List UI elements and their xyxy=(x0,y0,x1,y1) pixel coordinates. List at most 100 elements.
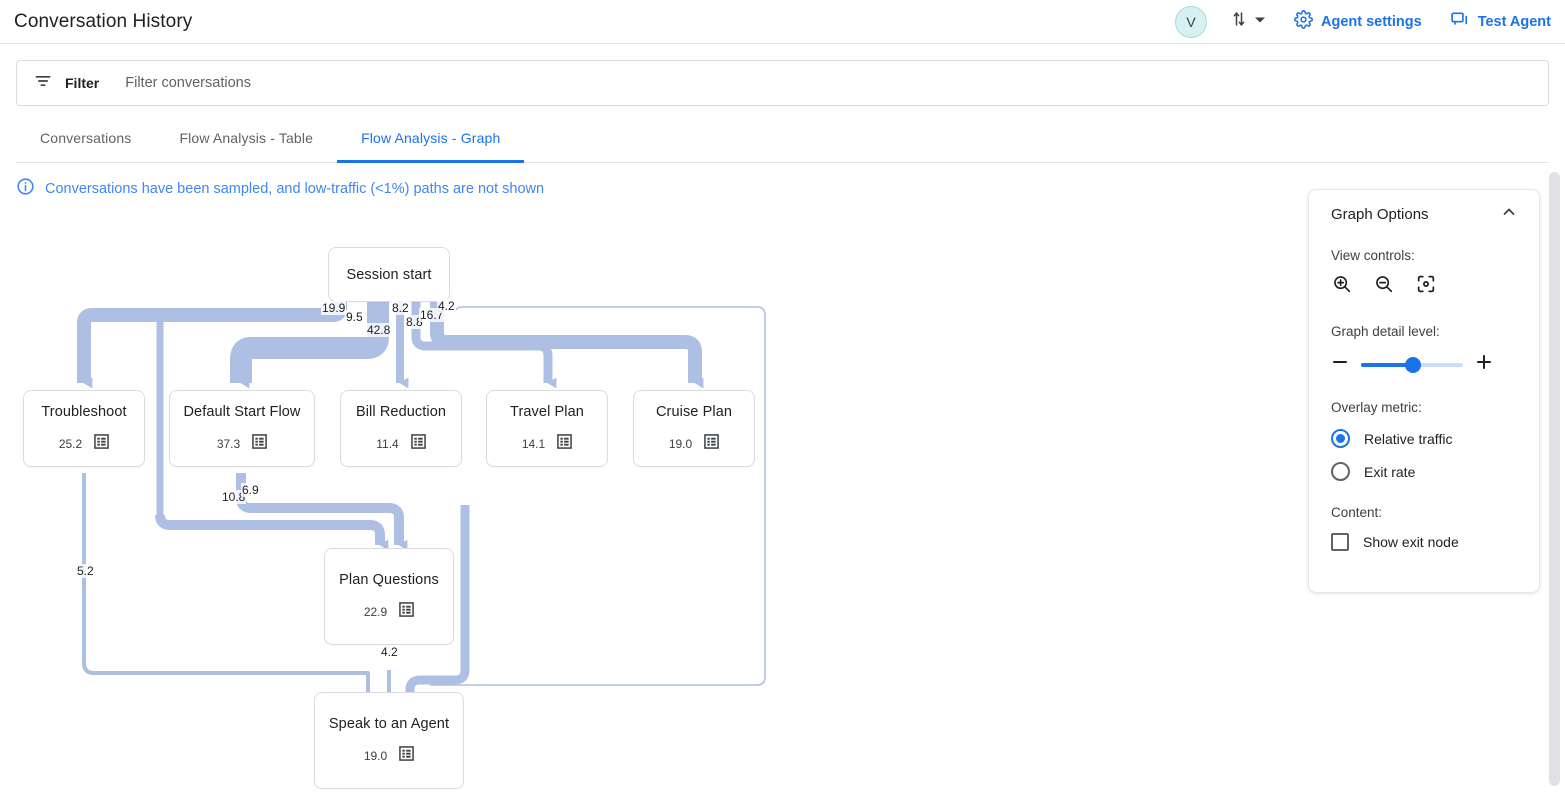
node-value: 14.1 xyxy=(521,436,546,451)
node-value: 25.2 xyxy=(58,436,83,451)
edge-label: 9.5 xyxy=(345,310,364,324)
chat-bubbles-icon xyxy=(1450,10,1470,34)
sort-control[interactable] xyxy=(1229,9,1266,34)
detail-level-label: Graph detail level: xyxy=(1331,324,1440,339)
filter-icon xyxy=(33,71,53,96)
node-label: Session start xyxy=(346,266,432,283)
detail-level-slider-row xyxy=(1331,353,1517,376)
slider-knob[interactable] xyxy=(1405,356,1421,373)
node-label: Travel Plan xyxy=(510,403,584,420)
node-label: Troubleshoot xyxy=(41,403,127,420)
flow-graph-canvas[interactable]: Session start Troubleshoot 25.2 Default … xyxy=(0,215,1540,798)
graph-node-travel-plan[interactable]: Travel Plan 14.1 xyxy=(486,390,608,467)
edge-label: 5.2 xyxy=(76,564,95,578)
radio-label: Exit rate xyxy=(1364,463,1416,480)
zoom-in-icon[interactable] xyxy=(1331,273,1353,300)
list-view-icon[interactable] xyxy=(399,745,414,766)
edge-label: 4.2 xyxy=(380,645,399,659)
filter-label: Filter xyxy=(65,75,100,91)
graph-node-session-start[interactable]: Session start xyxy=(328,247,450,302)
list-view-icon[interactable] xyxy=(399,601,414,622)
graph-node-troubleshoot[interactable]: Troubleshoot 25.2 xyxy=(23,390,145,467)
node-metrics: 25.2 xyxy=(58,433,109,454)
avatar[interactable]: V xyxy=(1174,5,1207,38)
graph-options-title: Graph Options xyxy=(1331,205,1429,223)
detail-level-slider[interactable] xyxy=(1361,356,1463,373)
edge-label: 6.9 xyxy=(241,483,260,497)
node-metrics: 11.4 xyxy=(376,433,426,454)
list-view-icon[interactable] xyxy=(557,433,572,454)
tab-flow-analysis-table[interactable]: Flow Analysis - Table xyxy=(179,130,314,146)
node-value: 11.4 xyxy=(376,436,399,451)
page-title: Conversation History xyxy=(14,10,193,32)
test-agent-button[interactable]: Test Agent xyxy=(1450,10,1551,34)
app-header: Conversation History V Ag xyxy=(0,0,1565,44)
view-controls-label: View controls: xyxy=(1331,248,1415,263)
node-metrics: 37.3 xyxy=(216,433,267,454)
node-value: 37.3 xyxy=(216,436,241,451)
agent-settings-button[interactable]: Agent settings xyxy=(1294,10,1422,33)
radio-indicator xyxy=(1331,462,1350,481)
chevron-up-icon[interactable] xyxy=(1501,204,1517,224)
edge-label: 42.8 xyxy=(366,323,392,337)
overlay-metric-label: Overlay metric: xyxy=(1331,400,1422,415)
edge-label: 4.2 xyxy=(437,299,456,313)
zoom-out-icon[interactable] xyxy=(1373,273,1395,300)
avatar-initial: V xyxy=(1186,13,1196,30)
node-label: Plan Questions xyxy=(339,571,439,588)
radio-relative-traffic[interactable]: Relative traffic xyxy=(1331,429,1517,448)
sampling-notice-text: Conversations have been sampled, and low… xyxy=(45,180,545,197)
node-metrics: 22.9 xyxy=(363,601,414,622)
edge-label: 19.9 xyxy=(321,301,347,315)
plus-icon[interactable] xyxy=(1475,353,1493,376)
list-view-icon[interactable] xyxy=(704,433,719,454)
node-label: Default Start Flow xyxy=(183,403,301,420)
tab-bar: Conversations Flow Analysis - Table Flow… xyxy=(16,115,1549,163)
agent-settings-label: Agent settings xyxy=(1320,13,1422,30)
node-metrics: 19.0 xyxy=(668,433,719,454)
node-label: Bill Reduction xyxy=(355,403,447,420)
checkbox-indicator xyxy=(1331,533,1349,551)
graph-node-bill-reduction[interactable]: Bill Reduction 11.4 xyxy=(340,390,462,467)
node-metrics: 19.0 xyxy=(363,745,414,766)
radio-indicator xyxy=(1331,429,1350,448)
radio-exit-rate[interactable]: Exit rate xyxy=(1331,462,1517,481)
filter-bar[interactable]: Filter Filter conversations xyxy=(16,60,1549,106)
node-label: Speak to an Agent xyxy=(328,715,450,732)
view-controls xyxy=(1331,273,1517,300)
tab-conversations[interactable]: Conversations xyxy=(40,130,132,146)
flow-edges xyxy=(77,285,766,741)
graph-options-header[interactable]: Graph Options xyxy=(1331,204,1517,224)
filter-section: Filter Filter conversations xyxy=(0,44,1565,106)
fit-to-screen-icon[interactable] xyxy=(1415,273,1437,300)
node-value: 22.9 xyxy=(363,604,388,619)
slider-fill xyxy=(1361,362,1412,367)
list-view-icon[interactable] xyxy=(252,433,267,454)
graph-node-speak-to-an-agent[interactable]: Speak to an Agent 19.0 xyxy=(314,692,464,789)
tab-flow-analysis-graph[interactable]: Flow Analysis - Graph xyxy=(337,114,525,163)
sampling-notice: Conversations have been sampled, and low… xyxy=(16,177,1565,200)
radio-label: Relative traffic xyxy=(1364,430,1453,447)
edge-label: 8.2 xyxy=(391,301,410,315)
node-label: Cruise Plan xyxy=(655,403,733,420)
header-actions: V Agent settings xyxy=(1174,5,1565,38)
list-view-icon[interactable] xyxy=(94,433,109,454)
sort-arrows-icon xyxy=(1229,9,1249,34)
checkbox-label: Show exit node xyxy=(1363,534,1459,550)
minus-icon[interactable] xyxy=(1331,353,1349,376)
graph-node-cruise-plan[interactable]: Cruise Plan 19.0 xyxy=(633,390,755,467)
gear-icon xyxy=(1294,10,1313,33)
test-agent-label: Test Agent xyxy=(1477,13,1551,30)
node-value: 19.0 xyxy=(668,436,693,451)
node-metrics: 14.1 xyxy=(521,433,572,454)
vertical-scrollbar[interactable] xyxy=(1549,172,1560,786)
info-icon xyxy=(16,177,35,200)
list-view-icon[interactable] xyxy=(410,433,426,454)
node-value: 19.0 xyxy=(363,748,388,763)
graph-node-plan-questions[interactable]: Plan Questions 22.9 xyxy=(324,548,454,645)
search-input[interactable]: Filter conversations xyxy=(125,75,251,91)
checkbox-show-exit-node[interactable]: Show exit node xyxy=(1331,533,1517,551)
graph-node-default-start-flow[interactable]: Default Start Flow 37.3 xyxy=(169,390,315,467)
content-label: Content: xyxy=(1331,505,1383,520)
chevron-down-icon xyxy=(1254,13,1266,31)
